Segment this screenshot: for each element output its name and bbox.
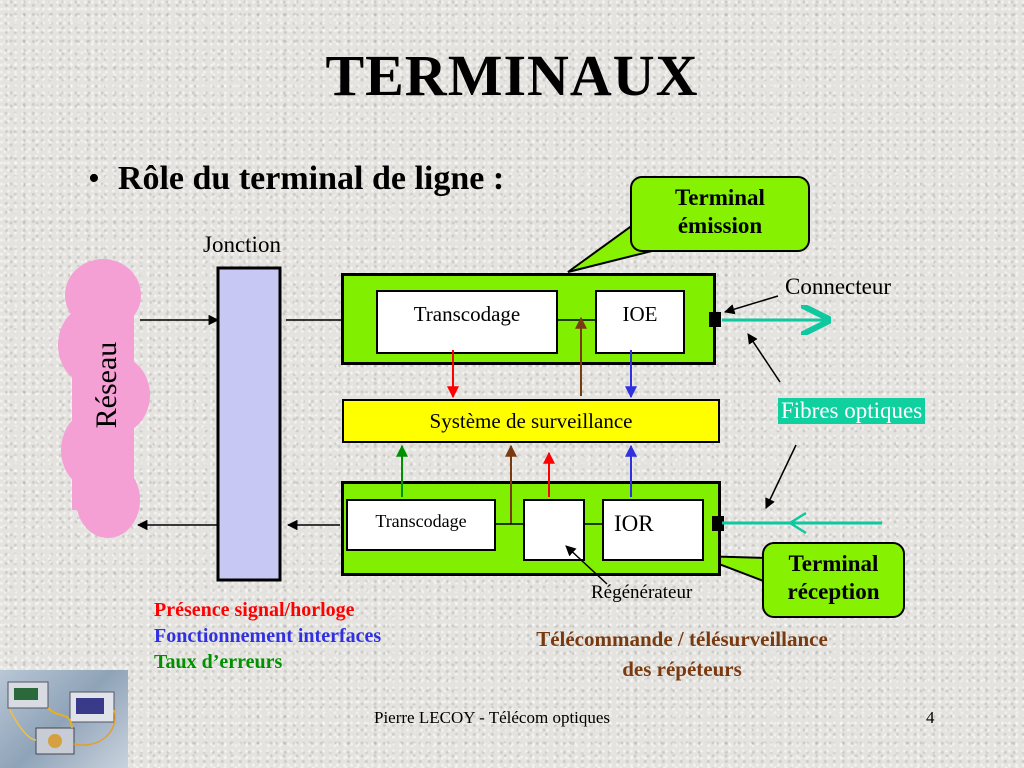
regenerator-pointer: [565, 545, 608, 585]
fibre-pointer-bottom: [765, 444, 797, 509]
footer-page-number: 4: [926, 708, 935, 727]
callout-terminal-emission: Terminal émission: [630, 176, 810, 252]
optical-components-photo: [0, 670, 128, 768]
callout-reception-line1: Terminal: [788, 551, 879, 576]
connector-pointer: [723, 295, 779, 315]
junction-bar: [216, 266, 282, 582]
callout-terminal-reception: Terminal réception: [762, 542, 905, 618]
surveillance-box: Système de surveillance: [342, 399, 720, 443]
telecmd-line2: des répéteurs: [622, 657, 742, 681]
legend-taux: Taux d’erreurs: [154, 651, 283, 673]
photo-illustration: [7, 681, 116, 755]
connector-label: Connecteur: [785, 274, 892, 299]
network-label-wrap: Réseau: [84, 312, 124, 462]
junction-label: Jonction: [203, 232, 281, 257]
bullet-text: Rôle du terminal de ligne :: [117, 160, 505, 197]
fibre-pointer-top: [747, 333, 781, 383]
bullet-point: • Rôle du terminal de ligne :: [88, 160, 504, 198]
rx-transcoding-box: Transcodage: [346, 499, 496, 551]
network-label: Réseau: [90, 341, 123, 429]
legend-fonctionnement: Fonctionnement interfaces: [154, 625, 382, 647]
legend-telecommande: Télécommande / télésurveillance des répé…: [500, 624, 864, 684]
callout-reception-line2: réception: [787, 579, 880, 604]
bullet-marker: •: [88, 160, 100, 197]
regenerator-label: Régénérateur: [591, 582, 693, 603]
ior-box: IOR: [602, 499, 704, 561]
fibres-label: Fibres optiques: [778, 398, 926, 424]
slide-title: TERMINAUX: [325, 43, 699, 108]
callout-emission-line1: Terminal: [675, 185, 765, 210]
ioe-box: IOE: [595, 290, 685, 354]
rx-connector: [712, 516, 724, 531]
network-cloud: [58, 259, 150, 538]
callout-emission-line2: émission: [677, 213, 763, 238]
legend-presence: Présence signal/horloge: [154, 599, 355, 621]
telecmd-line1: Télécommande / télésurveillance: [536, 627, 828, 651]
tx-transcoding-box: Transcodage: [376, 290, 558, 354]
footer-author: Pierre LECOY - Télécom optiques: [374, 708, 611, 727]
rx-fiber-head: [787, 511, 807, 535]
tx-connector: [709, 312, 721, 327]
